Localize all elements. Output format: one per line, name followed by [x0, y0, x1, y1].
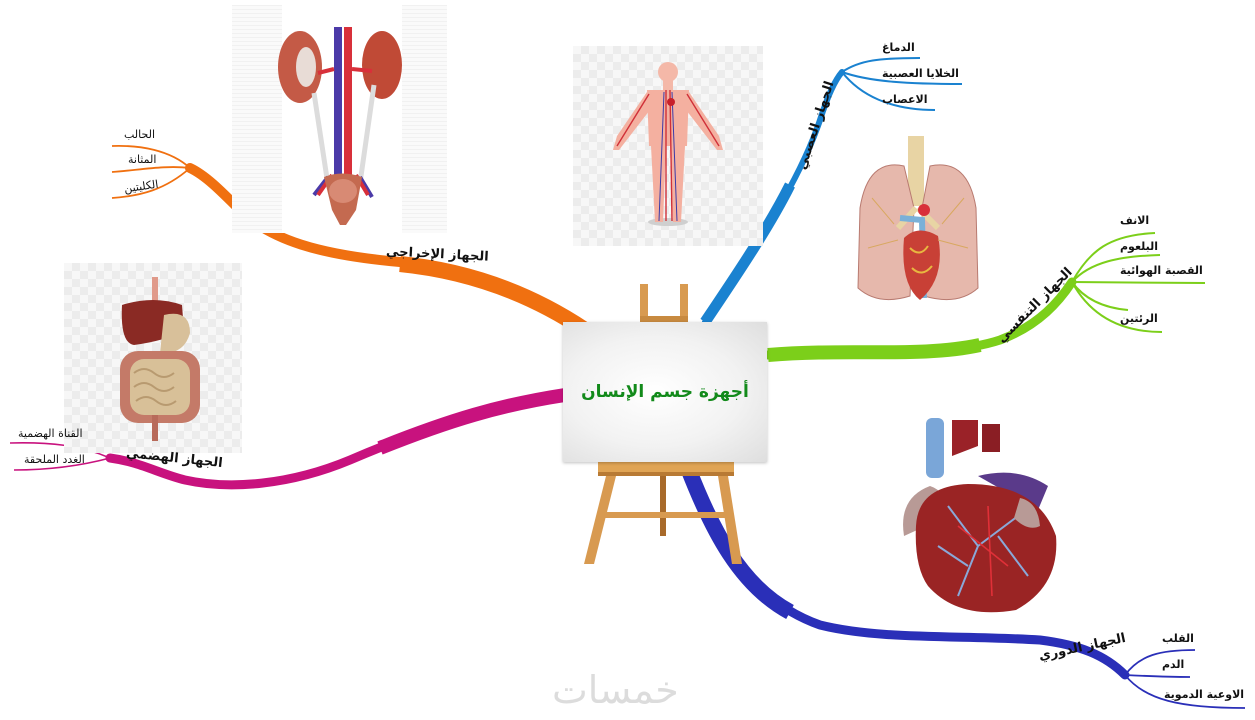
respiratory-item[interactable]: الانف: [1120, 214, 1150, 227]
watermark-logo: خمسات: [552, 668, 679, 712]
digestive-item[interactable]: الغدد الملحقة: [24, 453, 85, 466]
circulatory-item[interactable]: القلب: [1162, 632, 1194, 645]
lungs-image: [838, 128, 998, 318]
kidneys-urinary-system-image: [232, 5, 447, 233]
central-topic-title: أجهزة جسم الإنسان: [581, 382, 749, 402]
central-topic-board[interactable]: أجهزة جسم الإنسان: [563, 322, 767, 462]
heart-image: [888, 406, 1070, 620]
respiratory-item[interactable]: الرئتين: [1120, 312, 1158, 325]
digestive-item[interactable]: القناة الهضمية: [18, 427, 83, 440]
human-body-circulation-image: [573, 46, 763, 246]
digestive-system-image: [64, 263, 242, 453]
respiratory-item[interactable]: البلعوم: [1120, 240, 1159, 253]
excretory-item[interactable]: الحالب: [124, 128, 156, 141]
nervous-item[interactable]: الاعصاب: [882, 93, 928, 106]
nervous-item[interactable]: الخلايا العصبية: [882, 67, 959, 80]
easel: [584, 284, 742, 564]
nervous-item[interactable]: الدماغ: [882, 41, 915, 54]
circulatory-item[interactable]: الدم: [1162, 658, 1185, 671]
excretory-item[interactable]: المثانة: [128, 153, 157, 166]
circulatory-item[interactable]: الاوعية الدموية: [1164, 688, 1245, 701]
respiratory-item[interactable]: القصبة الهوائية: [1120, 264, 1203, 277]
